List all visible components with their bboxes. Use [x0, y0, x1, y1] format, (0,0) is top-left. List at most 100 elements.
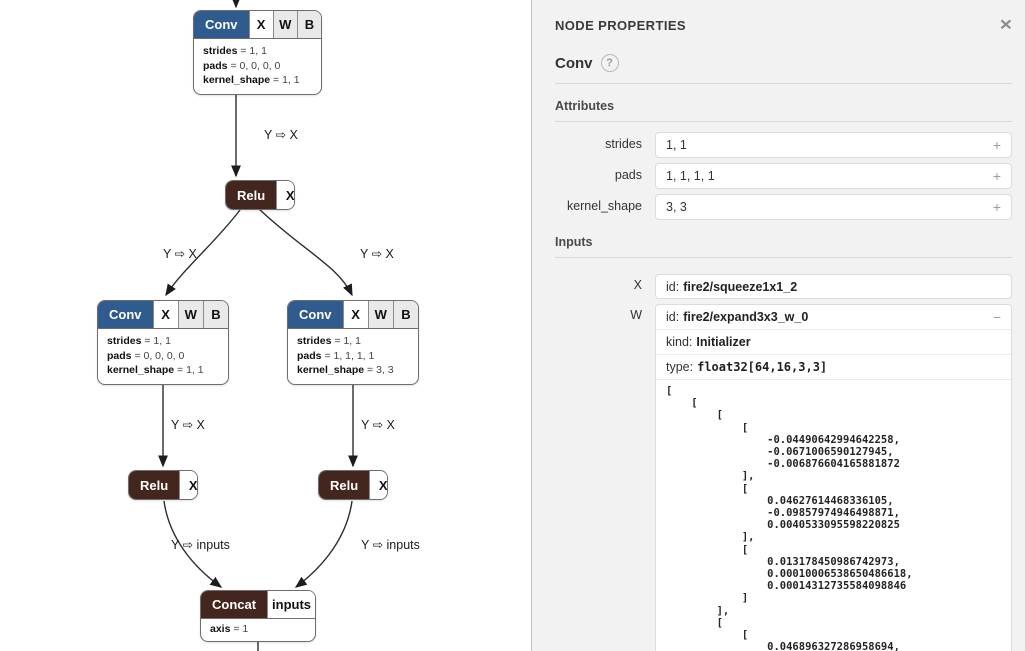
attributes-section-header: Attributes: [555, 99, 1012, 122]
input-x-box[interactable]: id: fire2/squeeze1x1_2: [655, 274, 1012, 299]
node-concat[interactable]: Concat inputs axis = 1: [200, 590, 316, 642]
port-inputs[interactable]: inputs: [267, 591, 315, 618]
attr-key: pads: [107, 349, 132, 362]
edge-label: Y ⇨ X: [163, 247, 198, 261]
node-attributes: strides = 1, 1 pads = 0, 0, 0, 0 kernel_…: [98, 329, 228, 384]
inputs-section-header: Inputs: [555, 235, 1012, 258]
edge-relu-left-to-concat: [163, 500, 223, 588]
id-prefix: id:: [666, 279, 680, 294]
attribute-label: kernel_shape: [566, 199, 642, 213]
attr-key: pads: [297, 349, 322, 362]
node-relu-right[interactable]: Relu X: [318, 470, 388, 500]
edge-label: Y ⇨ X: [361, 418, 396, 432]
input-row-x: X id: fire2/squeeze1x1_2: [555, 274, 1012, 299]
attribute-row-strides: strides 1, 1 +: [555, 132, 1012, 158]
input-label: W: [630, 308, 642, 322]
input-w-kind: Initializer: [696, 335, 751, 349]
attribute-value: 1, 1: [666, 138, 687, 152]
attr-value: = 1: [233, 623, 249, 635]
port-w[interactable]: W: [177, 301, 203, 328]
edge-label: Y ⇨ inputs: [171, 538, 230, 552]
node-attributes: strides = 1, 1 pads = 0, 0, 0, 0 kernel_…: [194, 39, 321, 94]
type-prefix: type:: [666, 360, 694, 374]
node-type-cell[interactable]: Relu: [226, 181, 277, 209]
attr-value: = 1, 1, 1, 1: [324, 349, 375, 362]
port-x[interactable]: X: [152, 301, 178, 328]
input-label: X: [633, 278, 642, 292]
port-x[interactable]: X: [369, 471, 387, 499]
node-type-cell[interactable]: Concat: [201, 591, 268, 618]
node-type-cell[interactable]: Relu: [129, 471, 180, 499]
node-properties-panel: NODE PROPERTIES × Conv ? Attributes stri…: [531, 0, 1025, 651]
panel-title: NODE PROPERTIES: [555, 17, 686, 33]
attr-key: strides: [203, 45, 238, 57]
expand-plus-icon[interactable]: +: [992, 168, 1001, 184]
edge-relu-right-to-concat: [294, 500, 353, 588]
expand-plus-icon[interactable]: +: [992, 137, 1001, 153]
attr-key: kernel_shape: [203, 74, 271, 86]
node-conv-right[interactable]: Conv X W B strides = 1, 1 pads = 1, 1, 1…: [287, 300, 419, 385]
kind-prefix: kind:: [666, 335, 693, 349]
node-conv-top[interactable]: Conv X W B strides = 1, 1 pads = 0, 0, 0…: [193, 10, 322, 95]
id-prefix: id:: [666, 310, 680, 324]
attribute-label: strides: [605, 137, 642, 151]
node-conv-left[interactable]: Conv X W B strides = 1, 1 pads = 0, 0, 0…: [97, 300, 229, 385]
edge-relu-to-conv-left: [165, 209, 241, 297]
attribute-value: 3, 3: [666, 200, 687, 214]
port-x[interactable]: X: [276, 181, 294, 209]
port-w[interactable]: W: [367, 301, 393, 328]
attribute-value-box[interactable]: 1, 1, 1, 1 +: [655, 163, 1012, 189]
node-type-cell[interactable]: Conv: [194, 11, 249, 38]
attr-value: = 0, 0, 0, 0: [134, 349, 185, 362]
node-header: Relu X: [226, 181, 294, 209]
port-b[interactable]: B: [296, 11, 321, 38]
node-header: Conv X W B: [288, 301, 418, 329]
port-x[interactable]: X: [248, 11, 273, 38]
attribute-row-kernel-shape: kernel_shape 3, 3 +: [555, 194, 1012, 220]
input-w-box[interactable]: id: fire2/expand3x3_w_0 − kind: Initiali…: [655, 304, 1012, 651]
attr-value: = 0, 0, 0, 0: [230, 59, 281, 72]
port-b[interactable]: B: [392, 301, 418, 328]
port-b[interactable]: B: [202, 301, 228, 328]
port-x[interactable]: X: [179, 471, 197, 499]
graph-canvas[interactable]: Y ⇨ X Y ⇨ X Y ⇨ X Y ⇨ X Y ⇨ X Y ⇨ inputs…: [0, 0, 531, 651]
close-icon[interactable]: ×: [999, 14, 1012, 35]
help-icon[interactable]: ?: [600, 54, 619, 72]
attribute-value-box[interactable]: 1, 1 +: [655, 132, 1012, 158]
node-header: Concat inputs: [201, 591, 315, 619]
node-header: Conv X W B: [194, 11, 321, 39]
node-attributes: strides = 1, 1 pads = 1, 1, 1, 1 kernel_…: [288, 329, 418, 384]
node-header: Relu X: [319, 471, 387, 499]
collapse-minus-icon[interactable]: −: [992, 309, 1001, 325]
node-relu-top[interactable]: Relu X: [225, 180, 295, 210]
input-w-type: float32[64,16,3,3]: [697, 360, 828, 374]
node-relu-left[interactable]: Relu X: [128, 470, 198, 500]
edge-label: Y ⇨ inputs: [361, 538, 420, 552]
attr-value: = 1, 1: [334, 335, 361, 347]
attr-key: pads: [203, 59, 228, 72]
attr-key: kernel_shape: [297, 364, 365, 376]
tensor-value: [ [ [ [ -0.04490642994642258, -0.0671006…: [666, 385, 913, 651]
attr-key: strides: [107, 335, 142, 347]
edge-label: Y ⇨ X: [360, 247, 395, 261]
attr-value: = 3, 3: [367, 364, 394, 376]
attr-key: kernel_shape: [107, 364, 175, 376]
graph-edges: Y ⇨ X Y ⇨ X Y ⇨ X Y ⇨ X Y ⇨ X Y ⇨ inputs…: [158, 0, 420, 651]
input-w-id: fire2/expand3x3_w_0: [683, 310, 809, 324]
attr-value: = 1, 1: [144, 335, 171, 347]
attribute-value-box[interactable]: 3, 3 +: [655, 194, 1012, 220]
input-w-type-row: type: float32[64,16,3,3]: [656, 355, 1011, 380]
node-type-cell[interactable]: Conv: [288, 301, 343, 328]
node-type-heading: Conv: [555, 54, 593, 72]
expand-plus-icon[interactable]: +: [992, 199, 1001, 215]
input-row-w: W id: fire2/expand3x3_w_0 − kind: Initia…: [555, 304, 1012, 651]
port-x[interactable]: X: [342, 301, 368, 328]
node-header: Conv X W B: [98, 301, 228, 329]
node-type-cell[interactable]: Conv: [98, 301, 153, 328]
attribute-label: pads: [614, 168, 642, 182]
port-w[interactable]: W: [272, 11, 297, 38]
input-w-kind-row: kind: Initializer: [656, 330, 1011, 355]
node-type-cell[interactable]: Relu: [319, 471, 370, 499]
attribute-row-pads: pads 1, 1, 1, 1 +: [555, 163, 1012, 189]
